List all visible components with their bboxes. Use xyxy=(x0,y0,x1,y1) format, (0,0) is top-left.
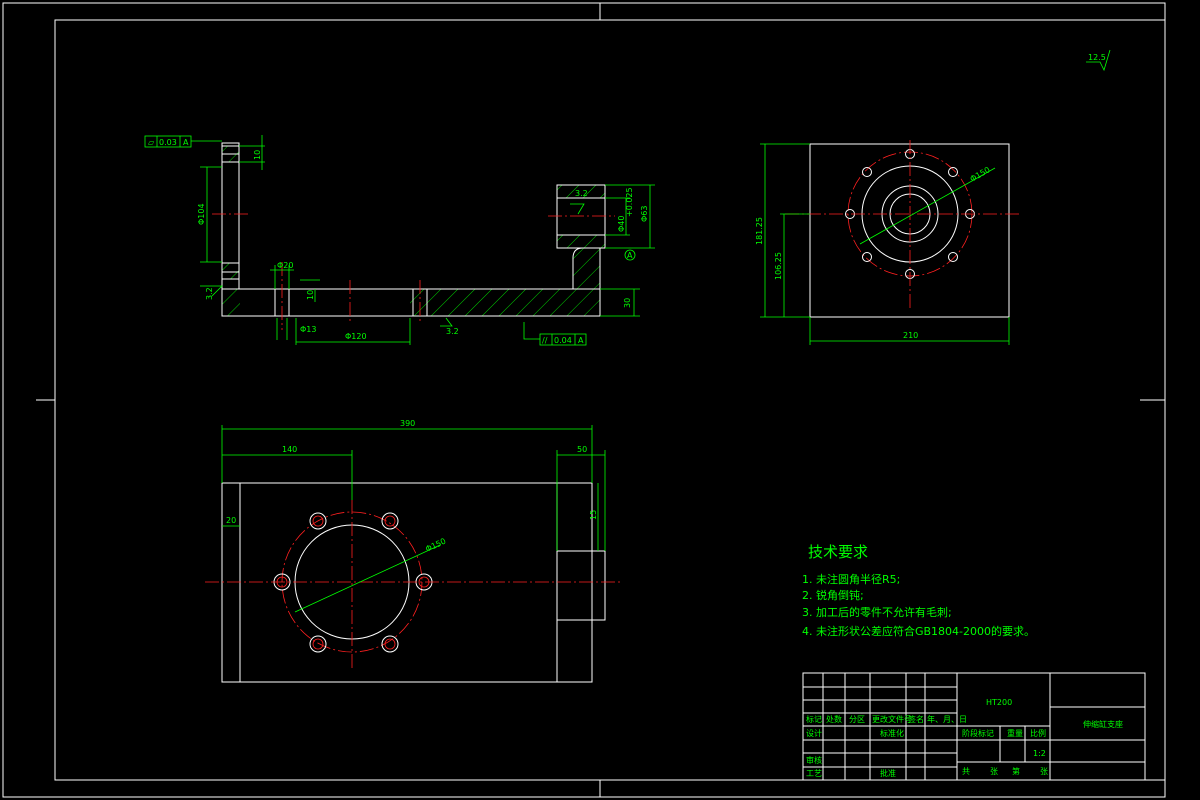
roughness-symbol: 12.5 xyxy=(1086,49,1111,72)
note-3: 3. 加工后的零件不允许有毛刺; xyxy=(802,605,952,619)
svg-text:设计: 设计 xyxy=(806,728,822,738)
svg-text:年、月、日: 年、月、日 xyxy=(927,714,967,724)
svg-text:分区: 分区 xyxy=(849,715,865,724)
svg-text:Φ104: Φ104 xyxy=(197,203,206,225)
svg-text:1:2: 1:2 xyxy=(1033,749,1046,758)
svg-text:3.2: 3.2 xyxy=(205,287,214,300)
svg-text:106.25: 106.25 xyxy=(774,252,783,280)
svg-text:Φ40: Φ40 xyxy=(617,216,626,232)
side-view-dimensions: 181.25 106.25 210 Φ150 xyxy=(755,143,1010,345)
svg-text:0.04: 0.04 xyxy=(554,336,572,345)
top-view xyxy=(205,482,622,683)
svg-text:50: 50 xyxy=(577,445,587,454)
svg-text:审核: 审核 xyxy=(806,755,822,765)
svg-text:210: 210 xyxy=(903,331,918,340)
svg-text:390: 390 xyxy=(400,419,415,428)
svg-text:第: 第 xyxy=(1012,766,1020,776)
svg-text:140: 140 xyxy=(282,445,297,454)
svg-text:12.5: 12.5 xyxy=(1088,53,1106,62)
side-view xyxy=(785,140,1020,318)
svg-text:更改文件号: 更改文件号 xyxy=(872,714,912,724)
svg-text:Φ150: Φ150 xyxy=(424,537,447,554)
svg-text:A: A xyxy=(578,336,584,345)
svg-text:30: 30 xyxy=(623,298,632,308)
svg-text:▱: ▱ xyxy=(148,138,155,147)
svg-text:181.25: 181.25 xyxy=(755,217,764,245)
svg-text:阶段标记: 阶段标记 xyxy=(962,728,994,738)
svg-text:处数: 处数 xyxy=(826,714,842,724)
svg-text:张: 张 xyxy=(990,767,998,776)
svg-text:Φ20: Φ20 xyxy=(277,261,293,270)
svg-text:3.2: 3.2 xyxy=(446,327,459,336)
svg-text:张: 张 xyxy=(1040,767,1048,776)
svg-text:共: 共 xyxy=(962,767,970,776)
svg-text://: // xyxy=(542,336,548,345)
part-name: 伸缩缸支座 xyxy=(1083,719,1123,729)
parallelism-frame: // 0.04 A xyxy=(523,322,587,346)
note-2: 2. 锐角倒钝; xyxy=(802,588,864,602)
svg-text:标准化: 标准化 xyxy=(880,728,904,738)
flatness-frame: ▱ 0.03 A xyxy=(144,135,222,148)
svg-text:+0.025: +0.025 xyxy=(625,187,634,217)
svg-text:3.2: 3.2 xyxy=(575,189,588,198)
svg-text:10: 10 xyxy=(253,150,262,160)
top-view-bolt-holes xyxy=(273,512,433,653)
svg-text:Φ63: Φ63 xyxy=(640,206,649,222)
front-view-dimensions: Φ104 10 Φ20 10 Φ13 Φ120 30 Φ40 +0.025 Φ6… xyxy=(197,135,655,345)
note-1: 1. 未注圆角半径R5; xyxy=(802,572,900,586)
svg-text:工艺: 工艺 xyxy=(806,769,822,778)
technical-notes: 技术要求 1. 未注圆角半径R5; 2. 锐角倒钝; 3. 加工后的零件不允许有… xyxy=(802,543,1035,638)
svg-text:A: A xyxy=(183,138,189,147)
svg-text:10: 10 xyxy=(306,290,315,300)
svg-text:A: A xyxy=(627,251,633,260)
svg-text:Φ150: Φ150 xyxy=(969,165,992,184)
svg-text:0.03: 0.03 xyxy=(159,138,177,147)
svg-text:签名: 签名 xyxy=(908,714,924,724)
top-view-dimensions: 390 140 50 20 15 Φ150 xyxy=(221,419,606,613)
svg-text:15: 15 xyxy=(589,510,598,520)
title-block: HT200 伸缩缸支座 标记 处数 分区 更改文件号 签名 年、月、日 设计 标… xyxy=(802,672,1146,781)
svg-text:比例: 比例 xyxy=(1030,728,1046,738)
svg-text:批准: 批准 xyxy=(880,768,896,778)
front-view xyxy=(212,142,615,330)
svg-text:重量: 重量 xyxy=(1007,728,1023,738)
svg-text:标记: 标记 xyxy=(806,714,822,724)
notes-title: 技术要求 xyxy=(808,543,868,561)
note-4: 4. 未注形状公差应符合GB1804-2000的要求。 xyxy=(802,624,1035,638)
sheet-border xyxy=(2,2,1166,798)
svg-text:Φ120: Φ120 xyxy=(345,332,367,341)
material-label: HT200 xyxy=(986,698,1012,707)
svg-text:20: 20 xyxy=(226,516,236,525)
svg-text:Φ13: Φ13 xyxy=(300,325,316,334)
